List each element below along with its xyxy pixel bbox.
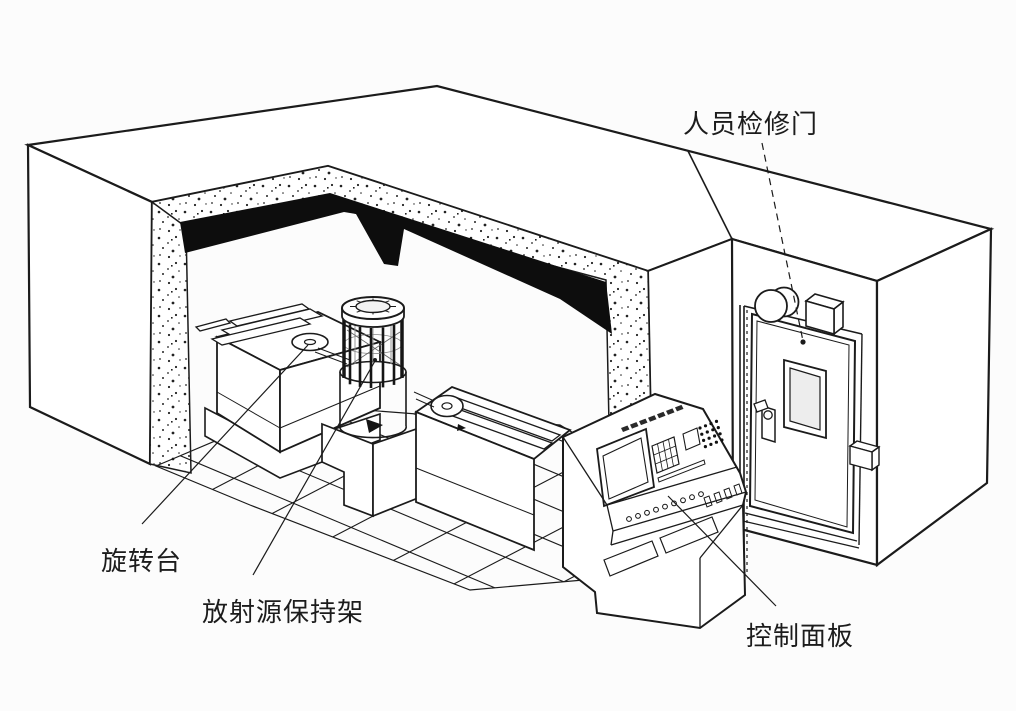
door-panel-inner-line [754, 320, 850, 528]
console-screen [596, 427, 655, 508]
right-bench-front [415, 410, 535, 552]
console-slot [657, 459, 706, 483]
right-wing-right-face [875, 227, 993, 568]
rotary-disc-right [430, 394, 464, 418]
rail-bar [210, 317, 312, 346]
console-button-cluster [698, 419, 724, 449]
console-edges [562, 436, 747, 628]
rail-arm [194, 318, 232, 332]
radiation-emblem [366, 419, 383, 433]
label-control-panel: 控制面板 [746, 622, 854, 651]
leader-control-panel [667, 495, 777, 607]
warning-lamp [754, 286, 800, 323]
leader-dot-door [800, 339, 806, 345]
flange-bolt-ticks [350, 298, 396, 315]
control-console [562, 392, 748, 630]
left-bench-rotary-table [194, 303, 383, 479]
leader-maintenance-door [761, 142, 804, 342]
cage-cross-braces [346, 329, 401, 368]
cage-front-bars [342, 318, 404, 388]
deck-round-buttons [626, 491, 704, 522]
disc-pointer [457, 424, 466, 431]
rotary-table-disc [291, 332, 329, 352]
left-outer-wall [26, 143, 154, 466]
label-maintenance-door: 人员检修门 [683, 110, 818, 139]
alarm-box [804, 293, 845, 336]
console-top-buttons [621, 404, 684, 432]
deck-slots [703, 483, 743, 508]
rotary-table-hub [303, 338, 317, 346]
right-bench-rotary-table [413, 385, 572, 552]
console-keypad [651, 436, 680, 474]
leader-source-holder [252, 360, 376, 576]
door-window-glass [789, 367, 821, 431]
flange-bore [355, 299, 391, 314]
label-source-holder: 放射源保持架 [202, 598, 364, 627]
leader-rotary-table [141, 344, 309, 525]
interior-shadow [180, 193, 612, 334]
console-square-button [682, 427, 701, 451]
maintenance-door-assembly [739, 286, 881, 578]
label-rotary-table: 旋转台 [101, 547, 182, 576]
leader-dot-source [373, 358, 377, 362]
roof-valley-edge [687, 150, 733, 240]
door-handle [753, 399, 776, 444]
interlock-box [848, 440, 881, 472]
console-screen-inner [602, 437, 649, 500]
concrete-cut-faces [149, 165, 653, 481]
annotations: 人员检修门 旋转台 放射源保持架 控制面板 [101, 110, 854, 651]
